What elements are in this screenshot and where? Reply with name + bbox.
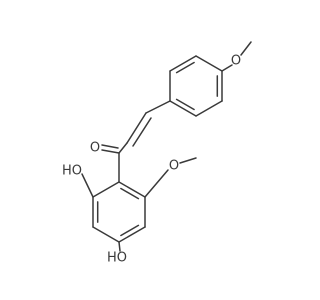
- bond-top-ring-4: [169, 100, 197, 117]
- bond-vinyl-to-carbonyl-c: [118, 142, 128, 154]
- bond-bottom-ring-inner-0: [120, 187, 140, 200]
- carbonyl-oxygen: O: [90, 141, 100, 156]
- bond-bottom-ring-5: [92, 181, 120, 198]
- bond-top-ring-inner-4: [175, 98, 195, 111]
- bond-top-ring-to-o: [221, 64, 233, 72]
- bond-vinyl-double-inner: [132, 117, 152, 147]
- bond-top-o-to-methyl: [240, 41, 252, 56]
- bond-bottom-ring-3: [92, 226, 120, 243]
- bond-top-ring-0: [169, 55, 197, 72]
- methoxy-oxygen-top: O: [231, 54, 241, 69]
- bond-carbonyl-double-a: [101, 149, 120, 154]
- bond-ring-o-to-methyl: [179, 157, 197, 164]
- bond-vinyl-double: [126, 112, 147, 144]
- methoxy-oxygen-ring: O: [169, 159, 179, 174]
- bond-top-ring-1: [195, 55, 223, 72]
- bond-bottom-ring-2: [118, 226, 146, 243]
- bond-top-ring-3: [195, 100, 223, 117]
- bond-top-ring-inner-0: [175, 61, 195, 74]
- bond-bottom-ring-0: [118, 181, 146, 198]
- bond-bottom-ring-to-oh-ortho: [81, 173, 94, 198]
- bond-carbonyl-double-b: [101, 144, 119, 149]
- hydroxyl-para: HO: [107, 251, 127, 266]
- hydroxyl-ortho: HO: [62, 164, 82, 179]
- bond-bottom-ring-inner-2: [120, 224, 140, 237]
- structure-canvas: O O O HO HO: [62, 41, 252, 266]
- bond-ring-to-vinyl: [145, 100, 171, 114]
- bond-bottom-ring-to-o: [144, 169, 169, 198]
- bond-bottom-ring-to-oh-para: [118, 241, 121, 252]
